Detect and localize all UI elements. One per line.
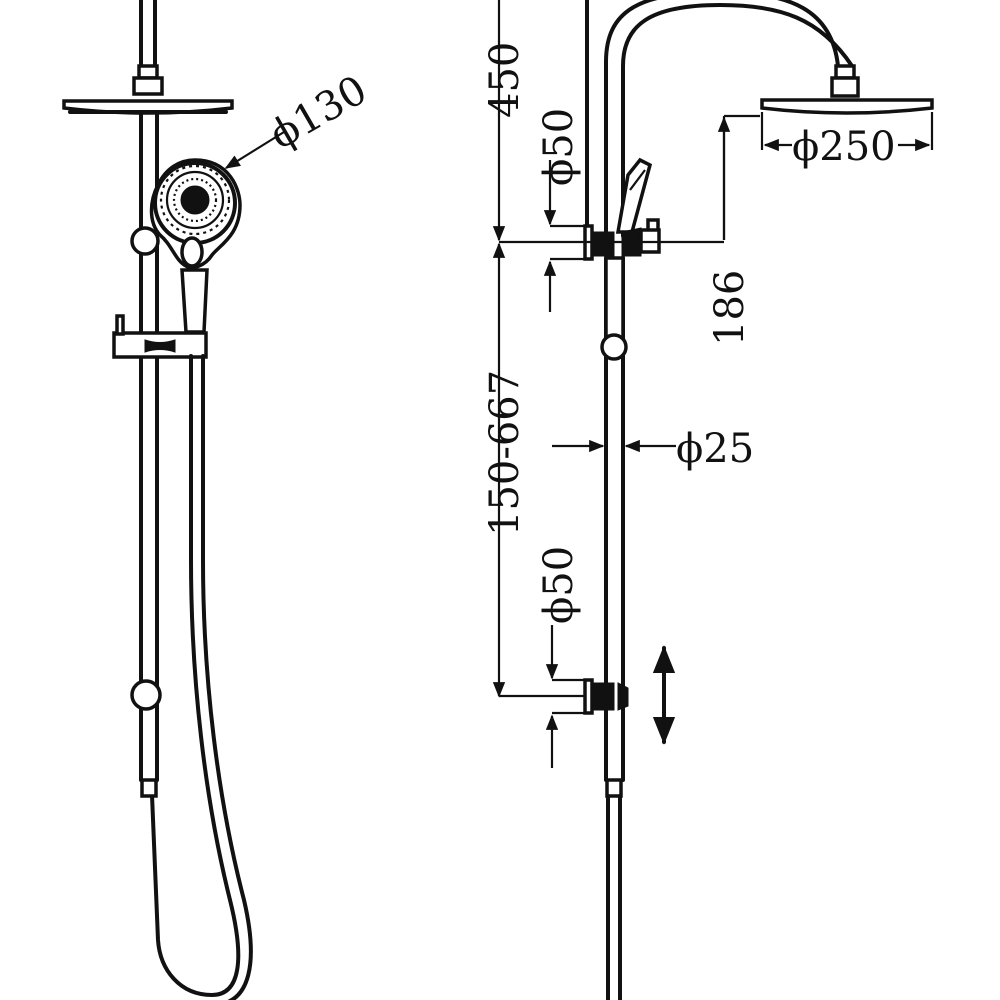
front-overhead-shower-head xyxy=(62,99,234,115)
side-lower-bracket xyxy=(583,678,629,715)
dimension-lines xyxy=(224,0,934,768)
dim-overhead-width xyxy=(760,112,934,152)
front-slider-bracket xyxy=(112,314,208,359)
front-upper-riser xyxy=(132,0,164,96)
dim-rail-range-line xyxy=(492,242,586,698)
front-hose xyxy=(150,354,253,1000)
label-arm-height: 450 xyxy=(482,42,528,118)
side-hose xyxy=(605,778,623,1000)
side-overhead-shower-head xyxy=(760,64,934,115)
label-bracket-bottom-diameter: ϕ50 xyxy=(536,546,582,624)
dim-bracket-top-height xyxy=(543,160,584,312)
front-view xyxy=(62,0,253,1000)
side-view xyxy=(583,0,934,1000)
label-rail-diameter: ϕ25 xyxy=(676,426,754,472)
front-hand-shower-head xyxy=(149,158,242,270)
front-bottom-connector xyxy=(140,778,158,798)
label-head-drop: 186 xyxy=(707,270,753,346)
side-upper-knob xyxy=(600,333,628,361)
label-hand-shower-diameter: ϕ130 xyxy=(262,67,375,159)
dim-bracket-bottom-height xyxy=(545,625,584,768)
side-curved-arm xyxy=(604,0,854,238)
dim-head-drop-line xyxy=(717,114,760,240)
front-lower-knob xyxy=(130,679,162,711)
label-bracket-top-diameter: ϕ50 xyxy=(536,108,582,186)
label-rail-adjust-range: 150-667 xyxy=(482,370,528,536)
dim-hand-shower-leader xyxy=(224,131,285,169)
front-hand-shower-handle xyxy=(180,268,209,334)
dimension-labels: ϕ130 450 ϕ50 ϕ250 186 150-667 ϕ25 ϕ50 xyxy=(262,42,896,624)
front-upper-knob xyxy=(130,226,160,256)
label-overhead-diameter: ϕ250 xyxy=(792,124,896,170)
